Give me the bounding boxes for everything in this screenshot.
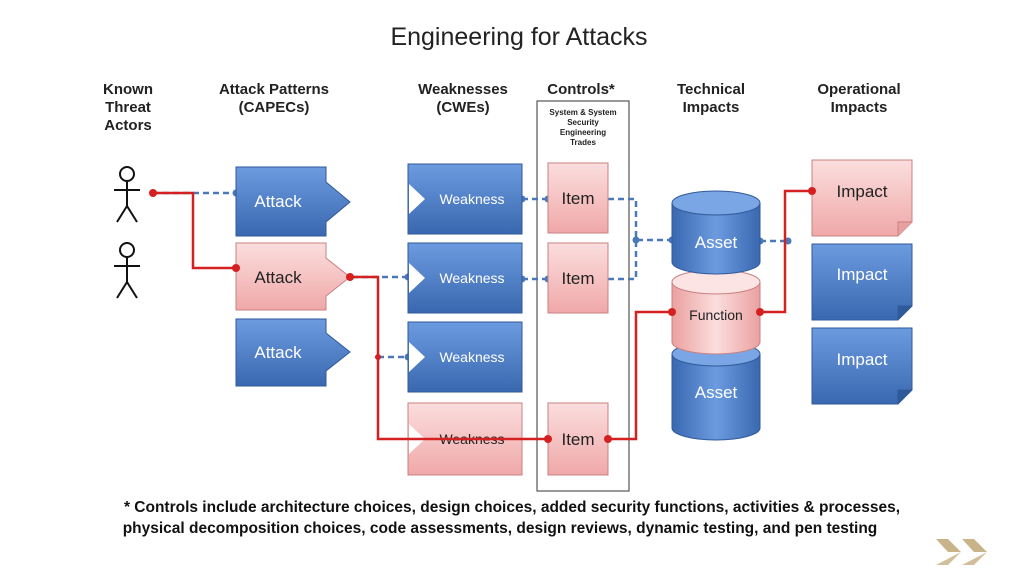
- controls-frame: System & System Security Engineering Tra…: [536, 100, 630, 492]
- attack-3-label: Attack: [254, 343, 302, 362]
- function-label: Function: [689, 307, 743, 323]
- header-actors-1: Known: [103, 81, 153, 98]
- technical-asset-top: Asset: [671, 190, 761, 275]
- item-1-label: Item: [561, 189, 594, 208]
- technical-function: Function: [671, 269, 761, 355]
- red-dot-7: [668, 308, 676, 316]
- weakness-2: Weakness: [407, 242, 523, 314]
- controls-box-line1: System & System: [549, 108, 616, 117]
- threat-actor-figure-1: [114, 166, 140, 223]
- header-patterns-1: Attack Patterns: [219, 81, 329, 98]
- impact-2-label: Impact: [836, 265, 887, 284]
- header-patterns-2: (CAPECs): [239, 99, 310, 116]
- dash-item1-to-asset: [608, 197, 672, 242]
- attack-1-label: Attack: [254, 192, 302, 211]
- item-3-label: Item: [561, 430, 594, 449]
- header-tech-2: Impacts: [683, 99, 740, 116]
- attack-pattern-1: Attack: [235, 166, 351, 237]
- attack-pattern-3: Attack: [235, 318, 351, 387]
- operational-impact-1: Impact: [811, 159, 913, 237]
- logo-mark: [936, 539, 987, 565]
- footnote-line-2: physical decomposition choices, code ass…: [123, 520, 878, 537]
- weakness-2-label: Weakness: [439, 270, 504, 286]
- header-actors-3: Actors: [104, 117, 152, 134]
- attack-2-label: Attack: [254, 268, 302, 287]
- operational-impact-2: Impact: [811, 243, 913, 321]
- weakness-3: Weakness: [407, 321, 523, 393]
- red-dot-4: [375, 354, 381, 360]
- controls-box-line3: Engineering: [560, 128, 606, 137]
- red-dot-8: [756, 308, 764, 316]
- asset-1-label: Asset: [695, 233, 738, 252]
- red-dot-6: [604, 435, 612, 443]
- item-2-label: Item: [561, 269, 594, 288]
- dash-item2-to-asset: [608, 240, 638, 281]
- header-ops-1: Operational: [817, 81, 900, 98]
- controls-box-line4: Trades: [570, 138, 596, 147]
- impact-3-label: Impact: [836, 350, 887, 369]
- header-weak-1: Weaknesses: [418, 81, 508, 98]
- header-tech-1: Technical: [677, 81, 745, 98]
- control-item-1: Item: [547, 162, 609, 234]
- red-dot-5: [544, 435, 552, 443]
- threat-actor-figure-2: [114, 242, 140, 299]
- weakness-1-label: Weakness: [439, 191, 504, 207]
- technical-asset-bottom: Asset: [671, 341, 761, 441]
- control-item-3: Item: [547, 402, 609, 476]
- red-attack-path: [149, 187, 816, 443]
- footnote-line-1: * Controls include architecture choices,…: [124, 499, 900, 516]
- dot-8: [632, 236, 640, 244]
- header-ops-2: Impacts: [831, 99, 888, 116]
- weakness-3-label: Weakness: [439, 349, 504, 365]
- controls-box-line2: Security: [567, 118, 599, 127]
- red-dot-2: [232, 264, 240, 272]
- header-controls: Controls*: [547, 81, 615, 98]
- diagram-title: Engineering for Attacks: [390, 23, 647, 51]
- header-actors-2: Threat: [105, 99, 151, 116]
- attack-pattern-2: Attack: [235, 242, 351, 311]
- red-dot-1: [149, 189, 157, 197]
- control-item-2: Item: [547, 242, 609, 314]
- operational-impact-3: Impact: [811, 327, 913, 405]
- weakness-1: Weakness: [407, 163, 523, 235]
- red-dot-3: [346, 273, 354, 281]
- header-weak-2: (CWEs): [436, 99, 489, 116]
- asset-2-label: Asset: [695, 383, 738, 402]
- impact-1-label: Impact: [836, 182, 887, 201]
- column-headers: Known Threat Actors Attack Patterns (CAP…: [103, 81, 901, 134]
- red-dot-9: [808, 187, 816, 195]
